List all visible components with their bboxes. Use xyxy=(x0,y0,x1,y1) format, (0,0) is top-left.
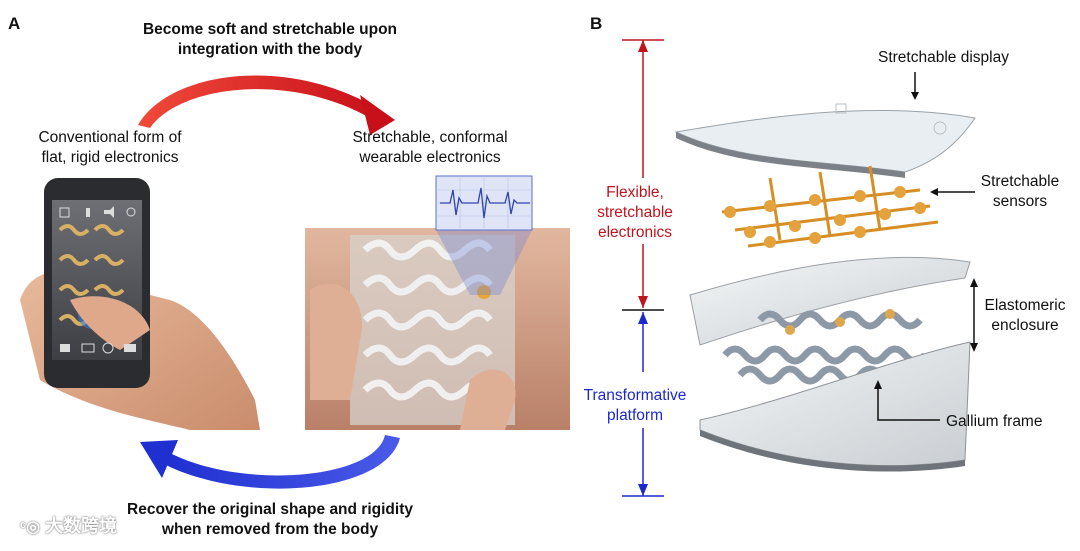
right-caption-line1: Stretchable, conformal xyxy=(352,129,508,146)
stretchable-sensors-label: Stretchable sensors xyxy=(970,172,1070,212)
left-caption-line2: flat, rigid electronics xyxy=(41,149,179,166)
right-caption-line2: wearable electronics xyxy=(359,149,501,166)
panel-b-letter: B xyxy=(590,14,603,33)
left-caption: Conventional form of flat, rigid electro… xyxy=(10,128,210,168)
transformative-line2: platform xyxy=(607,407,663,424)
enclosure-line2: enclosure xyxy=(991,317,1059,334)
sensors-line1: Stretchable xyxy=(980,173,1060,190)
flexible-line1: Flexible, xyxy=(606,184,664,201)
bottom-caption-line1: Recover the original shape and rigidity xyxy=(127,501,413,518)
bracket-lines xyxy=(622,39,664,497)
watermark: ᶜ◎ 大数跨境 xyxy=(20,512,117,538)
panel-a-letter: A xyxy=(8,14,21,33)
right-caption: Stretchable, conformal wearable electron… xyxy=(320,128,540,168)
bottom-curved-arrow xyxy=(140,435,400,489)
bottom-caption: Recover the original shape and rigidity … xyxy=(80,500,460,540)
gallium-frame-label: Gallium frame xyxy=(946,413,1043,430)
stretchable-display-label: Stretchable display xyxy=(878,49,1009,66)
sensors-line2: sensors xyxy=(992,193,1048,210)
watermark-text: 大数跨境 xyxy=(45,516,118,536)
watermark-logo-icon: ᶜ◎ xyxy=(20,519,41,536)
transformative-platform-label: Transformative platform xyxy=(565,386,705,426)
rigid-phone-illustration xyxy=(20,178,260,430)
bottom-caption-line2: when removed from the body xyxy=(161,521,379,538)
layer-stack-illustration xyxy=(674,103,976,472)
top-caption: Become soft and stretchable upon integra… xyxy=(100,20,440,60)
flexible-line3: electronics xyxy=(597,224,673,241)
transformative-line1: Transformative xyxy=(583,387,687,404)
left-caption-line1: Conventional form of xyxy=(38,129,182,146)
top-caption-line1: Become soft and stretchable upon xyxy=(142,21,398,38)
elastomeric-enclosure-label: Elastomeric enclosure xyxy=(975,296,1075,336)
enclosure-line1: Elastomeric xyxy=(984,297,1066,314)
top-curved-arrow xyxy=(138,75,395,135)
top-caption-line2: integration with the body xyxy=(177,41,363,58)
flexible-line2: stretchable xyxy=(597,204,673,221)
wearable-arm-illustration xyxy=(305,175,570,430)
label-pointers xyxy=(874,72,978,421)
flexible-electronics-label: Flexible, stretchable electronics xyxy=(565,183,705,243)
